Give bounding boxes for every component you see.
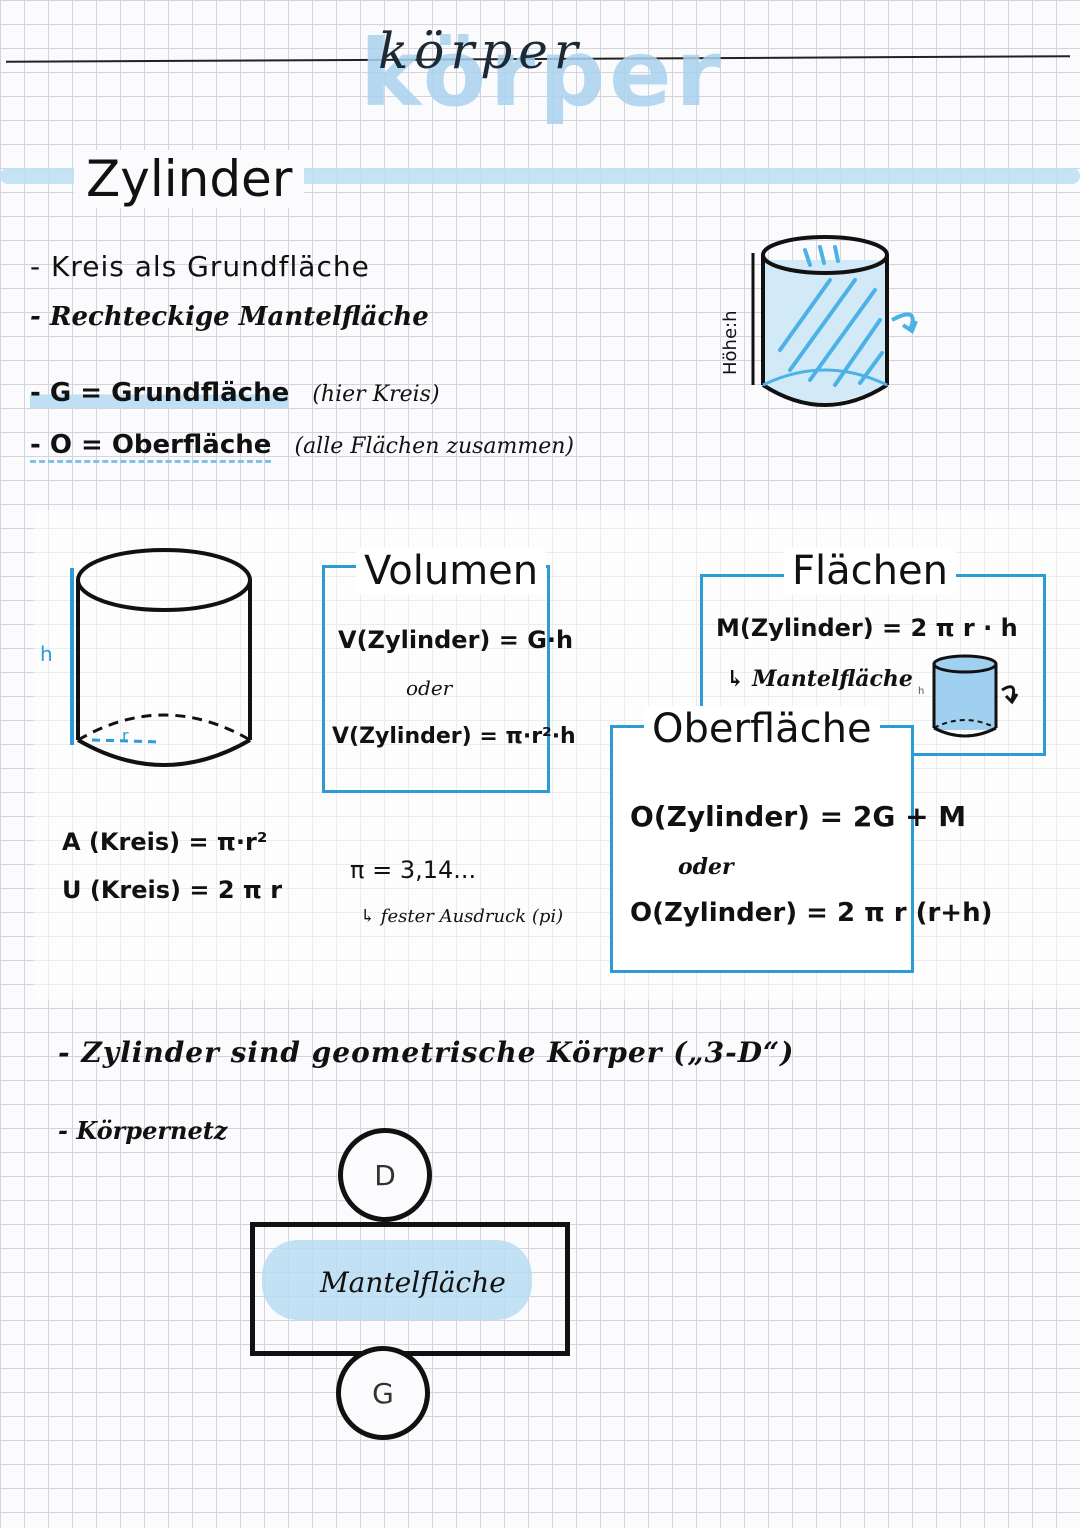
net-highlight: [262, 1240, 532, 1320]
net-lateral-rect: [250, 1222, 570, 1356]
net-middle-label: Mantelfläche: [320, 1266, 506, 1299]
surface-formula-2: O(Zylinder) = 2 π r (r+h): [630, 898, 993, 928]
volume-formula-1: V(Zylinder) = G·h: [338, 626, 574, 654]
def-note: (alle Flächen zusammen): [294, 434, 575, 459]
bullet-lateral: - Rechteckige Mantelfläche: [30, 302, 429, 332]
def-term: - G = Grundfläche: [30, 378, 290, 408]
lateral-note: ↳ Mantelfläche: [726, 666, 913, 692]
pi-note: ↳ fester Ausdruck (pi): [360, 906, 564, 927]
r-label: r: [122, 726, 129, 745]
volume-formula-2: V(Zylinder) = π·r²·h: [332, 724, 576, 749]
net-bottom-label: G: [372, 1376, 394, 1410]
def-oberflaeche: - O = Oberfläche (alle Flächen zusammen): [30, 430, 575, 463]
volume-heading: Volumen: [356, 548, 547, 594]
circle-area-formula: A (Kreis) = π·r²: [62, 828, 268, 856]
page-title: körper: [378, 22, 584, 80]
fact-3d: - Zylinder sind geometrische Körper („3-…: [58, 1036, 795, 1069]
net-top-circle: D: [338, 1128, 432, 1222]
section-title: Zylinder: [74, 150, 305, 208]
lateral-formula: M(Zylinder) = 2 π r · h: [716, 614, 1018, 642]
pi-value: π = 3,14...: [350, 856, 477, 884]
def-note: (hier Kreis): [312, 382, 440, 407]
title-highlight: körper: [360, 20, 725, 127]
cylinder-diagram-icon: [70, 548, 252, 767]
net-top-label: D: [374, 1158, 396, 1192]
surface-box: [610, 725, 914, 973]
def-grundflaeche: - G = Grundfläche (hier Kreis): [30, 378, 440, 408]
circle-circumference-formula: U (Kreis) = 2 π r: [62, 876, 283, 904]
volume-or: oder: [406, 676, 453, 700]
net-bottom-circle: G: [336, 1346, 430, 1440]
bullet-base: - Kreis als Grundfläche: [30, 250, 370, 283]
surface-or: oder: [678, 854, 734, 880]
def-term: - O = Oberfläche: [30, 430, 272, 463]
mini-cylinder-icon: [932, 654, 1019, 738]
fact-net: - Körpernetz: [58, 1116, 228, 1145]
cylinder-sketch-icon: [751, 235, 918, 407]
surface-heading: Oberfläche: [644, 706, 880, 752]
surface-formula-1: O(Zylinder) = 2G + M: [630, 800, 967, 833]
areas-heading: Flächen: [784, 548, 956, 594]
height-label: Höhe:h: [720, 310, 741, 375]
mini-h-label: h: [918, 686, 925, 697]
h-label: h: [40, 642, 53, 666]
